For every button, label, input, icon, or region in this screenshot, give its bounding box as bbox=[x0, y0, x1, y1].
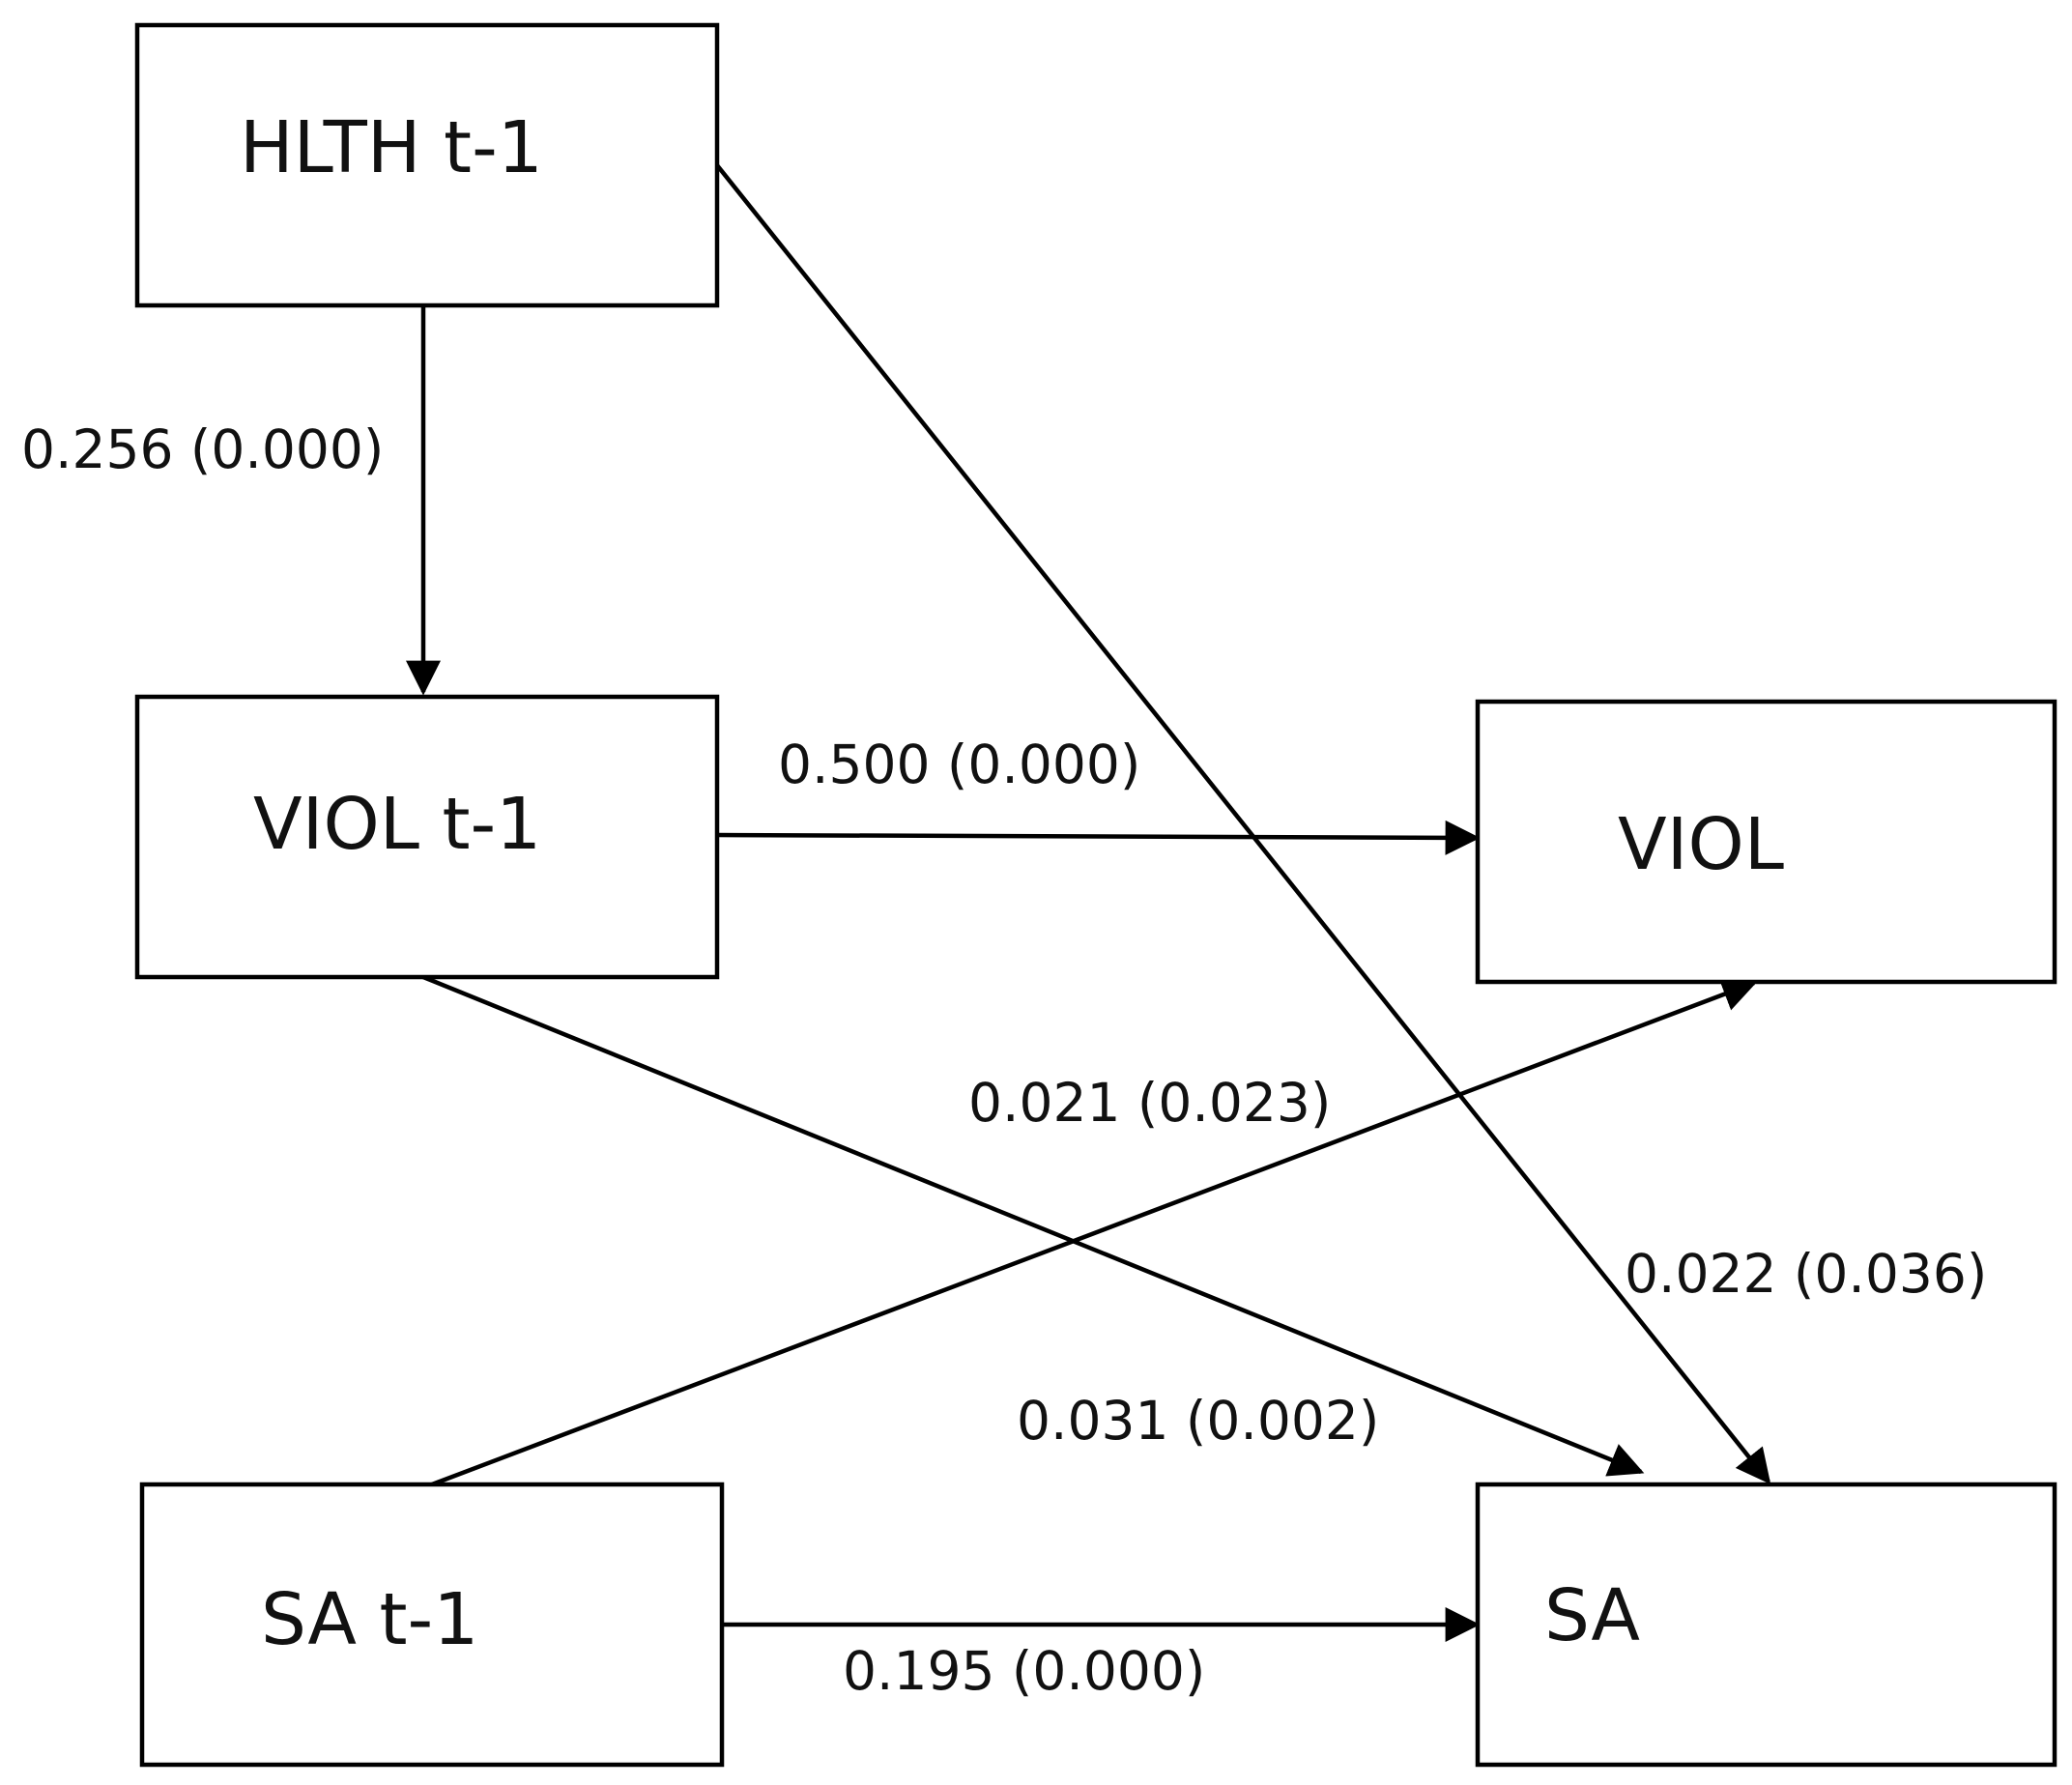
edge-viol-t1-to-viol bbox=[716, 820, 1481, 855]
edge-label-viol-t1-to-viol: 0.500 (0.000) bbox=[778, 734, 1140, 795]
node-viol-label: VIOL bbox=[1618, 803, 1784, 886]
node-viol: VIOL bbox=[1475, 699, 2058, 985]
edge-label-viol-t1-to-sa: 0.031 (0.002) bbox=[1017, 1390, 1379, 1452]
edge-viol-t1-to-sa bbox=[422, 974, 1645, 1477]
edge-label-hlth-t1-to-viol-t1: 0.256 (0.000) bbox=[21, 418, 384, 480]
node-sa-t1-label: SA t-1 bbox=[261, 1578, 478, 1661]
edge-label-sa-t1-to-sa: 0.195 (0.000) bbox=[843, 1640, 1205, 1702]
node-hlth-t1-label: HLTH t-1 bbox=[240, 106, 543, 189]
edge-sa-t1-to-viol bbox=[431, 977, 1758, 1487]
node-sa-label: SA bbox=[1544, 1574, 1640, 1657]
edge-label-sa-t1-to-viol: 0.021 (0.023) bbox=[968, 1072, 1331, 1134]
node-sa-t1: SA t-1 bbox=[139, 1482, 725, 1768]
node-viol-t1-label: VIOL t-1 bbox=[253, 783, 541, 866]
node-viol-t1: VIOL t-1 bbox=[134, 694, 720, 980]
node-hlth-t1: HLTH t-1 bbox=[134, 22, 720, 308]
node-sa: SA bbox=[1475, 1482, 2058, 1768]
edge-hlth-t1-to-sa bbox=[715, 163, 1771, 1484]
edge-label-hlth-t1-to-sa: 0.022 (0.036) bbox=[1625, 1243, 1987, 1305]
